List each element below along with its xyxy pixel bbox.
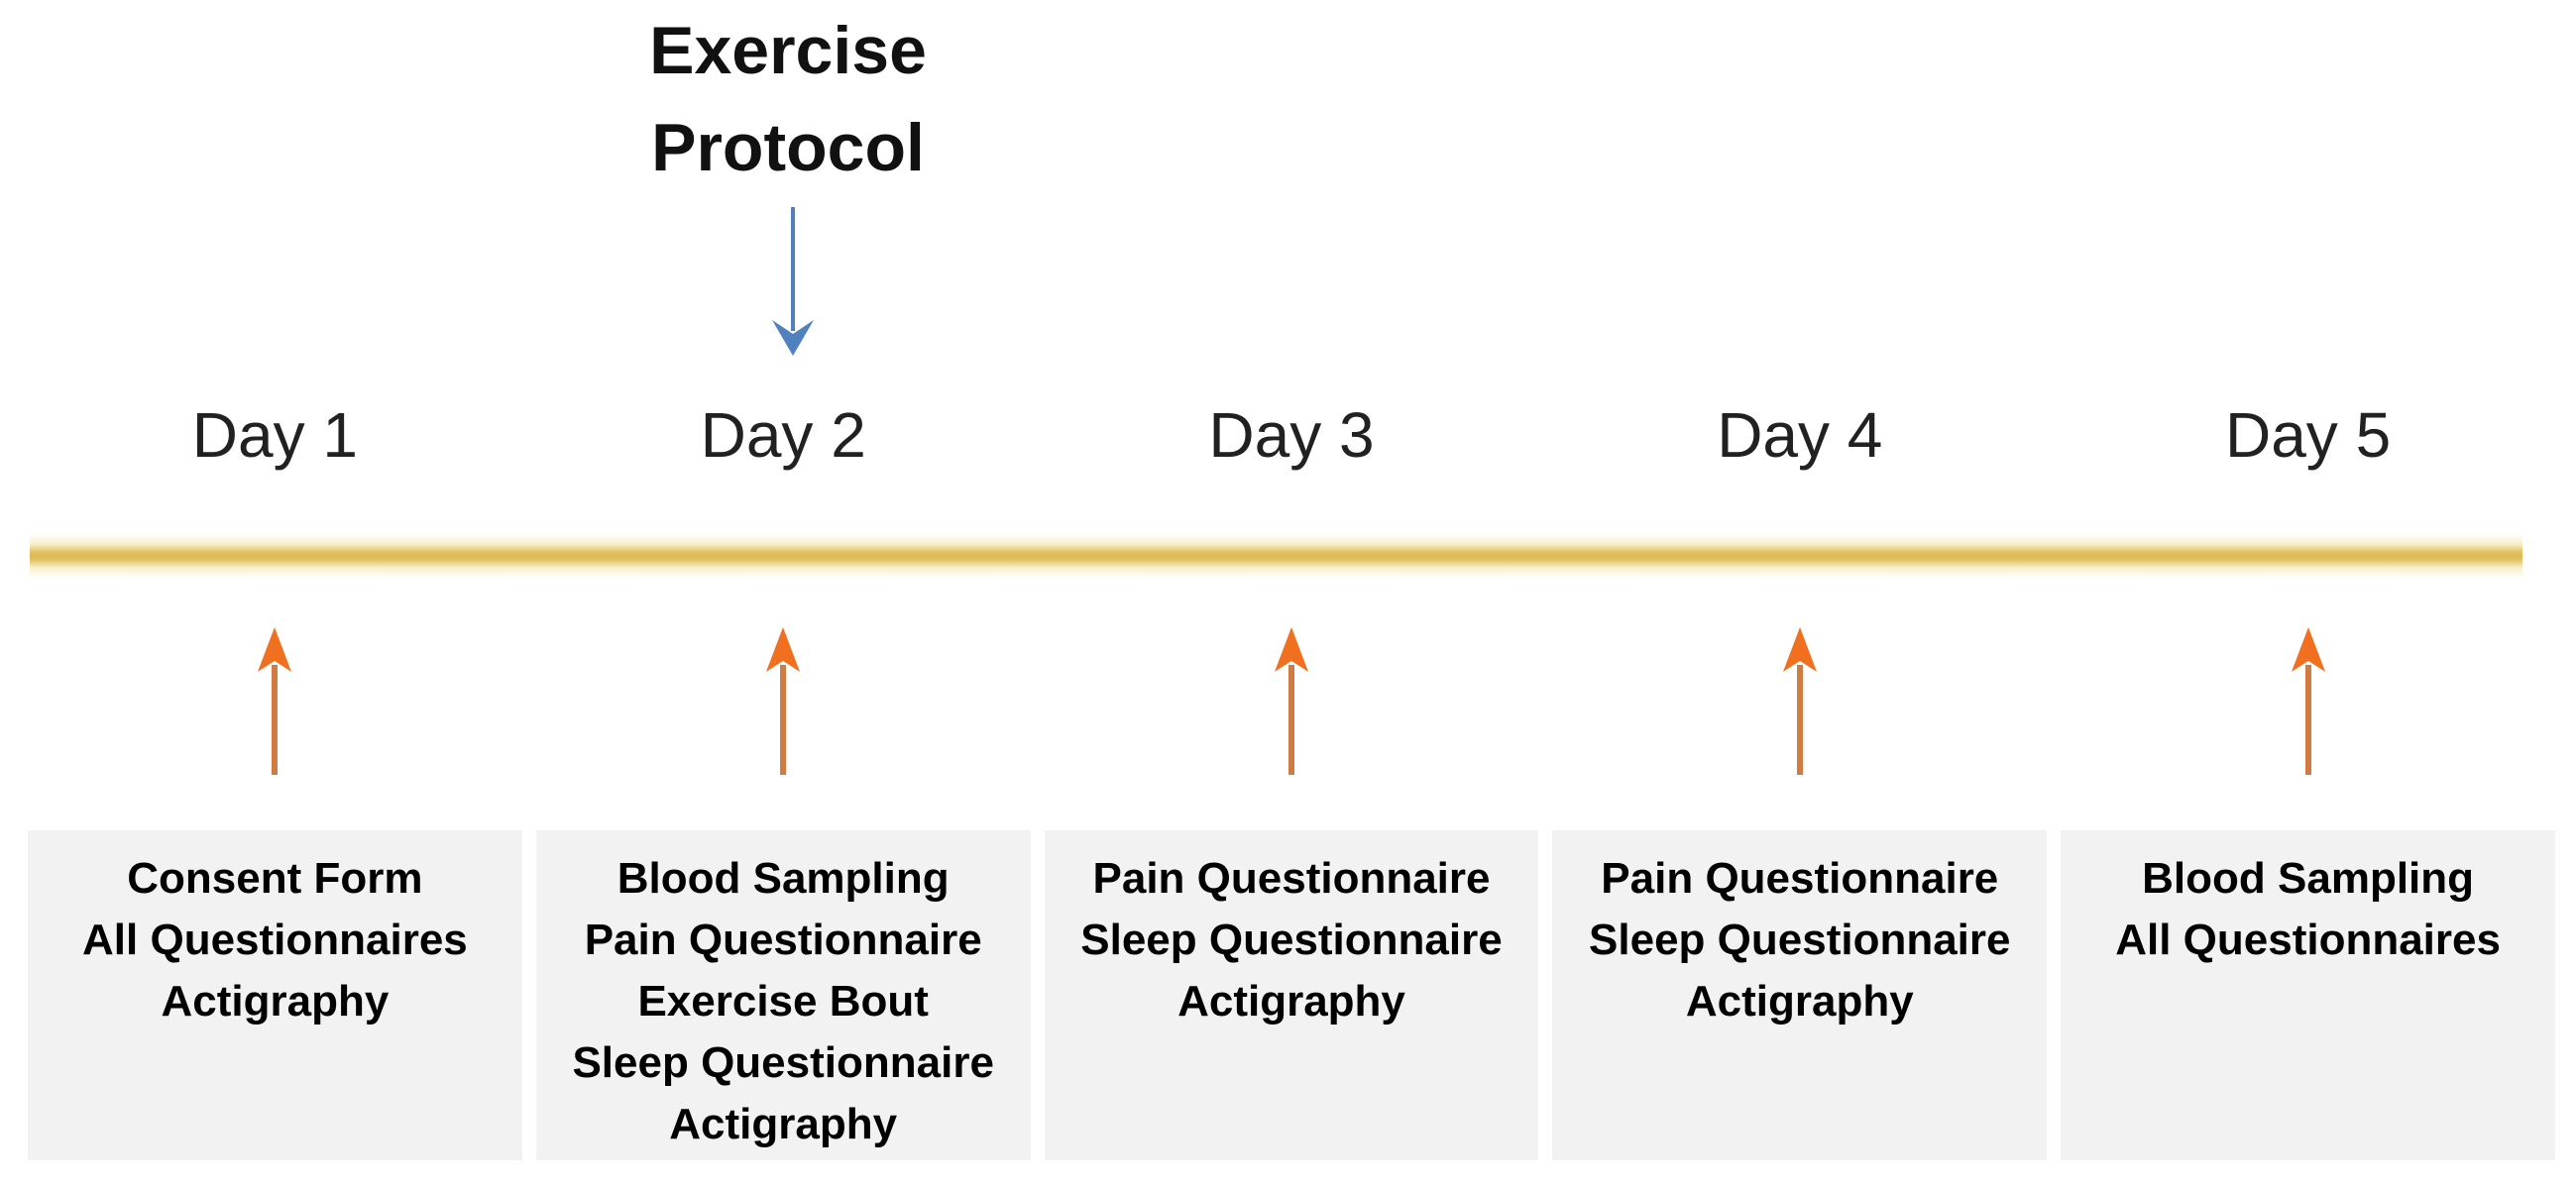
up-arrow-cell-1 (28, 625, 522, 778)
down-arrow-icon (772, 207, 814, 356)
title-line-2: Protocol (651, 110, 925, 185)
activity-line: All Questionnaires (2115, 916, 2501, 964)
up-arrow-head (1274, 627, 1308, 672)
activity-line: Sleep Questionnaire (1589, 916, 2011, 964)
activity-line: Blood Sampling (2142, 854, 2475, 903)
up-arrow-head (258, 627, 292, 672)
up-arrow-icon (766, 627, 801, 775)
activity-line: Actigraphy (1685, 977, 1914, 1026)
up-arrow-head (766, 627, 801, 672)
activity-line: Actigraphy (161, 977, 390, 1026)
activity-line: Actigraphy (1177, 977, 1405, 1026)
up-arrow-cell-5 (2061, 625, 2555, 778)
up-arrow-cell-3 (1045, 625, 1539, 778)
day-label-3: Day 3 (1208, 399, 1375, 471)
day-label-5: Day 5 (2224, 399, 2392, 471)
day-label-1: Day 1 (191, 399, 358, 471)
up-arrows-row (28, 625, 2555, 778)
up-arrow-head (2291, 627, 2325, 672)
activity-line: Pain Questionnaire (1092, 854, 1491, 903)
activity-line: Sleep Questionnaire (1080, 916, 1503, 964)
title-line-1: Exercise (649, 13, 927, 88)
up-arrow-icon (258, 627, 292, 775)
activity-line: Actigraphy (669, 1100, 898, 1148)
activity-line: Blood Sampling (616, 854, 950, 903)
up-arrow-cell-4 (1552, 625, 2047, 778)
day-label-2: Day 2 (700, 399, 866, 471)
activity-line: Pain Questionnaire (584, 916, 982, 964)
down-arrow-head (772, 320, 814, 356)
day-labels-row: Day 1 Day 2 Day 3 Day 4 Day 5 (28, 396, 2555, 474)
up-arrow-icon (1274, 627, 1308, 775)
up-arrow-icon (1782, 627, 1817, 775)
up-arrow-icon (2291, 627, 2325, 775)
up-arrow-cell-2 (536, 625, 1031, 778)
activity-line: Exercise Bout (637, 977, 929, 1026)
activity-line: All Questionnaires (82, 916, 468, 964)
activity-line: Consent Form (127, 854, 423, 903)
activity-line: Pain Questionnaire (1601, 854, 1999, 903)
exercise-protocol-title: Exercise Protocol (649, 2, 927, 196)
day-label-4: Day 4 (1717, 399, 1883, 471)
activity-line: Sleep Questionnaire (572, 1038, 994, 1087)
up-arrow-head (1782, 627, 1817, 672)
timeline-axis-line (30, 533, 2522, 579)
